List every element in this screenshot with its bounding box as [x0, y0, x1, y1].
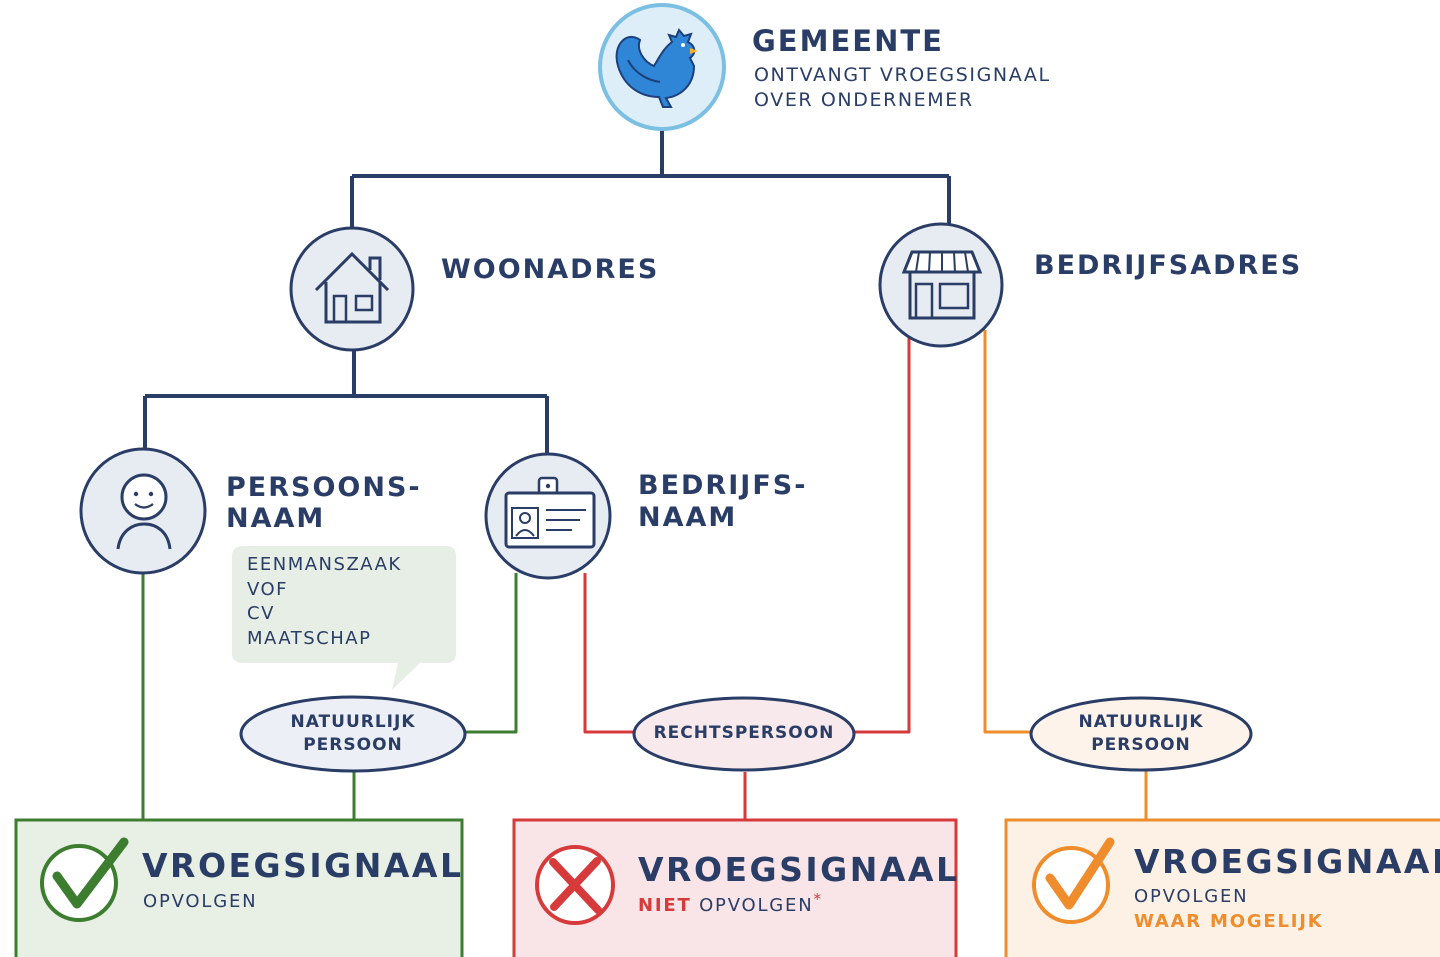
persoonsnaam-line2: NAAM [226, 503, 326, 534]
oval-natuurlijk-right-text: NATUURLIJK PERSOON [1041, 711, 1241, 757]
oval-natuurlijk-left [239, 695, 467, 773]
oval-line: RECHTSPERSOON [653, 723, 835, 743]
bedrijfsnaam-line2: NAAM [638, 502, 738, 533]
oval-rechtspersoon-text: RECHTSPERSOON [639, 722, 849, 745]
outcome-orange-sub2: WAAR MOGELIJK [1134, 911, 1324, 932]
id-badge-icon [484, 452, 612, 580]
outcome-red-sub: NIET OPVOLGEN* [638, 890, 823, 916]
oval-natuurlijk-right [1029, 696, 1253, 772]
oval-line: PERSOON [303, 735, 403, 755]
bedrijfsnaam-line1: BEDRIJFS- [638, 470, 808, 501]
bubble-item: MAATSCHAP [247, 627, 372, 649]
outcome-red-sub-emph: NIET [638, 895, 692, 916]
connector-woonadres [143, 350, 549, 456]
bubble-item: VOF [247, 578, 289, 600]
outcome-red-title: VROEGSIGNAAL [638, 850, 960, 889]
outcome-red-asterisk: * [813, 890, 823, 908]
oval-line: NATUURLIJK [1078, 712, 1204, 732]
outcome-orange-sub: OPVOLGEN [1134, 886, 1249, 907]
outcome-green-title: VROEGSIGNAAL [142, 846, 464, 885]
oval-natuurlijk-left-text: NATUURLIJK PERSOON [253, 711, 453, 757]
persoonsnaam-line1: PERSOONS- [226, 472, 422, 503]
person-icon [79, 447, 207, 575]
woonadres-label: WOONADRES [441, 254, 660, 285]
bubble-item: EENMANSZAAK [247, 554, 402, 575]
oval-line: NATUURLIJK [290, 712, 416, 732]
root-subtitle-line2: OVER ONDERNEMER [754, 89, 974, 111]
connector-root [350, 130, 951, 236]
root-title: GEMEENTE [752, 24, 944, 58]
house-icon [289, 226, 415, 352]
connector-red [583, 332, 911, 820]
connector-orange [983, 330, 1148, 820]
outcome-orange-title: VROEGSIGNAAL [1134, 842, 1440, 881]
rooster-icon [598, 3, 726, 131]
shop-icon [878, 222, 1004, 348]
outcome-red-sub-rest: OPVOLGEN [699, 895, 814, 916]
bubble-list: EENMANSZAAK VOF CV MAATSCHAP [247, 553, 402, 651]
bedrijfsadres-label: BEDRIJFSADRES [1034, 250, 1303, 281]
oval-line: PERSOON [1091, 735, 1191, 755]
oval-rechtspersoon [632, 696, 856, 772]
checkmark-icon [40, 837, 129, 922]
checkmark-icon-orange [1032, 837, 1115, 924]
type-bubble [232, 546, 456, 690]
bubble-item: CV [247, 603, 275, 624]
root-subtitle-line1: ONTVANGT VROEGSIGNAAL [754, 64, 1051, 86]
connector-green [141, 573, 518, 820]
outcome-green-sub: OPVOLGEN [143, 891, 258, 912]
cross-icon [535, 845, 615, 925]
